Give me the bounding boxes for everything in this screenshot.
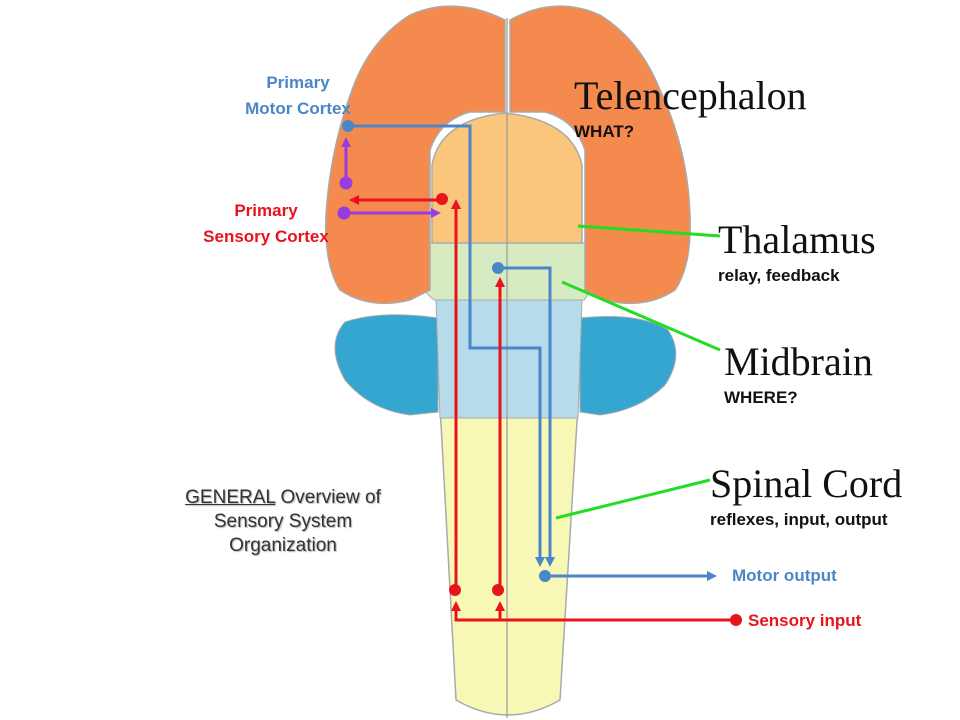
overview-line3: Organization	[229, 535, 337, 556]
purple-node-lower	[337, 206, 351, 220]
midbrain-node	[492, 262, 504, 274]
telencephalon-left	[325, 5, 506, 305]
pointer-thalamus	[577, 224, 721, 238]
overview-line2: Sensory System	[213, 511, 353, 532]
cerebellum-right	[579, 316, 677, 416]
motor-pathway-midbrain	[498, 266, 555, 567]
thalamus-node	[436, 193, 448, 205]
purple-node-upper	[339, 176, 353, 190]
telencephalon-label: Telencephalon WHAT?	[574, 76, 807, 142]
thalamus-label: Thalamus relay, feedback	[718, 220, 876, 286]
motor-output-node	[539, 570, 551, 582]
sensory-input-line	[451, 601, 735, 622]
cerebellum-left	[334, 314, 439, 416]
pointer-midbrain	[561, 280, 721, 352]
sensory-input-node	[730, 614, 742, 626]
telencephalon-right	[509, 5, 691, 305]
spinal-cord-title: Spinal Cord	[710, 461, 903, 506]
spinal-cord-sub: reflexes, input, output	[710, 510, 888, 529]
sensory-input-label: Sensory input	[748, 611, 862, 630]
overview-line1: GENERAL Overview of	[185, 487, 381, 508]
telencephalon-sub: WHAT?	[574, 122, 635, 141]
spinal-cord-label: Spinal Cord reflexes, input, output	[710, 464, 902, 530]
midbrain-sub: WHERE?	[724, 388, 798, 407]
hindbrain-region	[435, 297, 583, 419]
motor-output-label: Motor output	[732, 566, 837, 585]
thalamus-title: Thalamus	[718, 217, 876, 262]
motor-cortex-node	[342, 120, 354, 132]
telencephalon-title: Telencephalon	[574, 73, 807, 118]
midbrain-band	[421, 242, 592, 301]
motor-pathway-cortex	[348, 124, 545, 567]
spinal-node-right	[492, 584, 504, 596]
primary-motor-cortex-label: Primary Motor Cortex	[245, 73, 351, 118]
thalamus-sub: relay, feedback	[718, 266, 840, 285]
pointer-spinal-cord	[555, 478, 711, 520]
overview-caption: GENERAL Overview of Sensory System Organ…	[148, 486, 418, 558]
midbrain-label: Midbrain WHERE?	[724, 342, 873, 408]
midbrain-title: Midbrain	[724, 339, 873, 384]
primary-sensory-cortex-label: Primary Sensory Cortex	[203, 201, 329, 246]
spinal-node-left	[449, 584, 461, 596]
spinal-cord-region	[439, 404, 579, 716]
